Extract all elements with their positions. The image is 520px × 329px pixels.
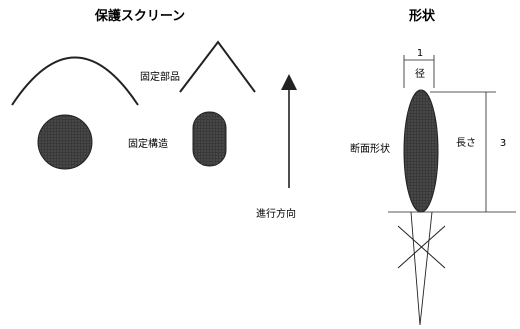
circular-cross-section [37, 114, 93, 170]
taper-line-right [419, 211, 433, 326]
label-fixing-structure: 固定構造 [128, 137, 168, 150]
capsule-cross-section [192, 111, 227, 167]
label-travel-direction: 進行方向 [256, 207, 296, 220]
taper-line-left [410, 211, 421, 326]
chevron-fixing-part [179, 40, 256, 93]
label-fixing-part: 固定部品 [140, 70, 180, 83]
label-section-shape: 断面形状 [350, 142, 390, 155]
label-diameter: 径 [415, 67, 425, 80]
arc-fixing-part [11, 56, 139, 106]
left-title: 保護スクリーン [94, 8, 185, 24]
cross-stroke-2 [397, 225, 446, 269]
diameter-value: 1 [417, 48, 423, 59]
label-length: 長さ [456, 137, 476, 149]
length-value: 3 [500, 138, 506, 149]
right-title: 形状 [409, 8, 436, 24]
elongated-cross-section [403, 89, 439, 213]
